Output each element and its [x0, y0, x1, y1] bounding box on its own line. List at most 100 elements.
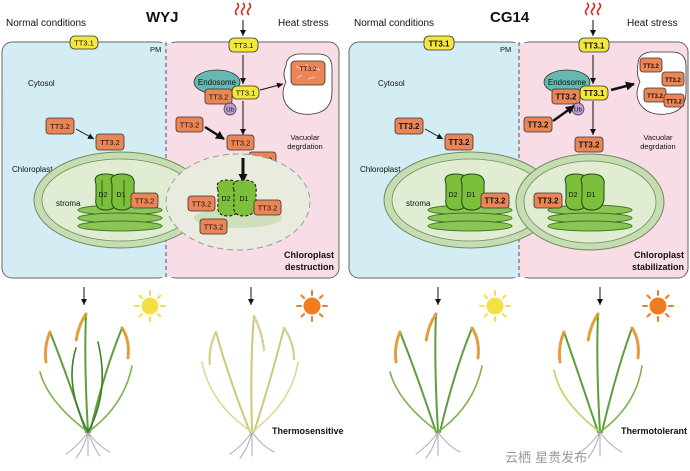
phenotype-label: Thermotolerant — [621, 426, 687, 436]
watermark: 云栖 星贵发布 — [505, 450, 587, 466]
vacuolar-label: Vacuolar — [290, 133, 320, 142]
heat-waves-icon — [584, 2, 602, 16]
svg-text:TT3.2: TT3.2 — [135, 197, 155, 206]
d1-d2-complex-icon: D2 D1 — [94, 173, 135, 211]
rice-plant-icon-healthy — [389, 312, 483, 459]
svg-text:D1: D1 — [240, 196, 249, 203]
outcome-label-line2: destruction — [285, 262, 334, 272]
sun-icon-heat — [296, 290, 328, 322]
tt31-membrane-normal: TT3.1 — [423, 35, 455, 51]
chloroplast-label: Chloroplast — [12, 165, 53, 174]
svg-text:TT3.1: TT3.1 — [429, 40, 450, 49]
d1-d2-damaged-icon: D2 D1 — [216, 179, 257, 217]
tt31-endosome: TT3.1 — [579, 85, 609, 101]
outcome-label-line2: stabilization — [632, 262, 684, 272]
degradation-label: degrdation — [287, 142, 322, 151]
ubiquitin-icon: Ub — [571, 102, 585, 116]
svg-text:Ub: Ub — [574, 108, 582, 114]
svg-text:TT3.1: TT3.1 — [584, 89, 605, 98]
rice-plant-icon-tolerant — [553, 312, 643, 459]
svg-text:TT3.2: TT3.2 — [192, 200, 212, 209]
svg-text:TT3.2: TT3.2 — [258, 204, 278, 213]
tt31-membrane-heat: TT3.1 — [228, 37, 259, 53]
chloroplast-label: Chloroplast — [360, 165, 401, 174]
tt32-chloroplast-normal: TT3.2 — [480, 192, 510, 209]
phenotype-label: Thermosensitive — [272, 426, 344, 436]
svg-text:TT3.2: TT3.2 — [209, 93, 229, 102]
left-panel: Normal conditions WYJ Heat stress TT3.1 … — [1, 2, 344, 459]
svg-text:TT3.1: TT3.1 — [584, 42, 605, 51]
ubiquitin-icon: Ub — [223, 102, 237, 116]
normal-conditions-label: Normal conditions — [354, 18, 434, 29]
heat-waves-icon — [234, 2, 252, 16]
tt32-cytosol-heat: TT3.2 — [175, 116, 204, 133]
svg-text:TT3.2: TT3.2 — [647, 94, 663, 100]
rice-plant-icon-healthy — [39, 312, 133, 459]
svg-text:TT3.2: TT3.2 — [666, 100, 682, 106]
d1-d2-complex-icon: D2 D1 — [564, 173, 605, 211]
svg-text:TT3.2: TT3.2 — [643, 64, 659, 70]
normal-conditions-label: Normal conditions — [6, 18, 86, 29]
tt32-vacuole-aggregate: TT3.2 TT3.2 TT3.2 TT3.2 — [639, 57, 685, 108]
vacuolar-label: Vacuolar — [643, 133, 673, 142]
svg-text:TT3.2: TT3.2 — [204, 223, 224, 232]
svg-text:D2: D2 — [99, 192, 108, 199]
svg-text:TT3.2: TT3.2 — [449, 138, 470, 147]
svg-text:TT3.2: TT3.2 — [180, 121, 200, 130]
stroma-label: stroma — [56, 199, 81, 208]
tt32-vacuole-aggregate: TT3.2 — [290, 60, 326, 86]
tt32-chloroplast-heat-a: TT3.2 — [187, 195, 216, 212]
tt32-chloroplast-heat-c: TT3.2 — [253, 199, 282, 216]
tt32-endosome-bound: TT3.2 — [551, 88, 581, 105]
svg-text:D2: D2 — [222, 196, 231, 203]
svg-text:TT3.2: TT3.2 — [399, 122, 420, 131]
svg-text:TT3.2: TT3.2 — [231, 139, 251, 148]
pm-label: PM — [500, 45, 511, 54]
endosome-label: Endosome — [198, 78, 237, 87]
svg-text:TT3.2: TT3.2 — [538, 197, 559, 206]
stroma-label: stroma — [406, 199, 431, 208]
tt32-chloroplast-normal: TT3.2 — [130, 192, 159, 209]
heat-stress-label: Heat stress — [627, 18, 678, 29]
tt32-chloroplast-surface-normal: TT3.2 — [444, 133, 474, 151]
tt31-membrane-normal: TT3.1 — [69, 35, 99, 50]
svg-text:TT3.2: TT3.2 — [665, 78, 681, 84]
degradation-label: degrdation — [640, 142, 675, 151]
tt32-chloroplast-heat-b: TT3.2 — [199, 218, 228, 235]
svg-text:TT3.2: TT3.2 — [528, 121, 549, 130]
svg-text:TT3.1: TT3.1 — [236, 89, 256, 98]
svg-text:TT3.2: TT3.2 — [50, 122, 70, 131]
svg-text:TT3.2: TT3.2 — [556, 93, 577, 102]
svg-text:TT3.2: TT3.2 — [100, 138, 120, 147]
svg-text:D2: D2 — [449, 192, 458, 199]
tt32-released: TT3.2 — [574, 136, 604, 153]
panel-title: WYJ — [146, 9, 179, 26]
tt32-chloroplast-surface-normal: TT3.2 — [95, 133, 125, 151]
tt32-cytosol-normal: TT3.2 — [394, 117, 424, 135]
tt31-membrane-heat: TT3.1 — [578, 37, 610, 53]
svg-text:TT3.2: TT3.2 — [485, 197, 506, 206]
svg-text:D1: D1 — [587, 192, 596, 199]
tt32-released: TT3.2 — [226, 134, 255, 151]
tt31-endosome: TT3.1 — [231, 85, 260, 100]
pm-label: PM — [150, 45, 161, 54]
svg-text:D2: D2 — [569, 192, 578, 199]
rice-plant-icon-dead — [201, 314, 299, 459]
tt32-endosome-bound: TT3.2 — [204, 88, 233, 105]
sun-icon-heat — [642, 290, 674, 322]
cytosol-label: Cytosol — [28, 79, 55, 88]
svg-text:D1: D1 — [467, 192, 476, 199]
outcome-label-line1: Chloroplast — [284, 250, 334, 260]
d1-d2-complex-icon: D2 D1 — [444, 173, 485, 211]
svg-text:TT3.2: TT3.2 — [579, 141, 600, 150]
svg-text:TT3.1: TT3.1 — [74, 39, 94, 48]
heat-stress-label: Heat stress — [278, 18, 329, 29]
endosome-label: Endosome — [548, 78, 587, 87]
svg-text:TT3.1: TT3.1 — [234, 41, 254, 50]
tt32-cytosol-heat: TT3.2 — [523, 116, 553, 133]
outcome-label-line1: Chloroplast — [634, 250, 684, 260]
right-panel: Normal conditions CG14 Heat stress TT3.1… — [348, 2, 689, 459]
cytosol-label: Cytosol — [378, 79, 405, 88]
sun-icon-normal — [479, 290, 511, 322]
